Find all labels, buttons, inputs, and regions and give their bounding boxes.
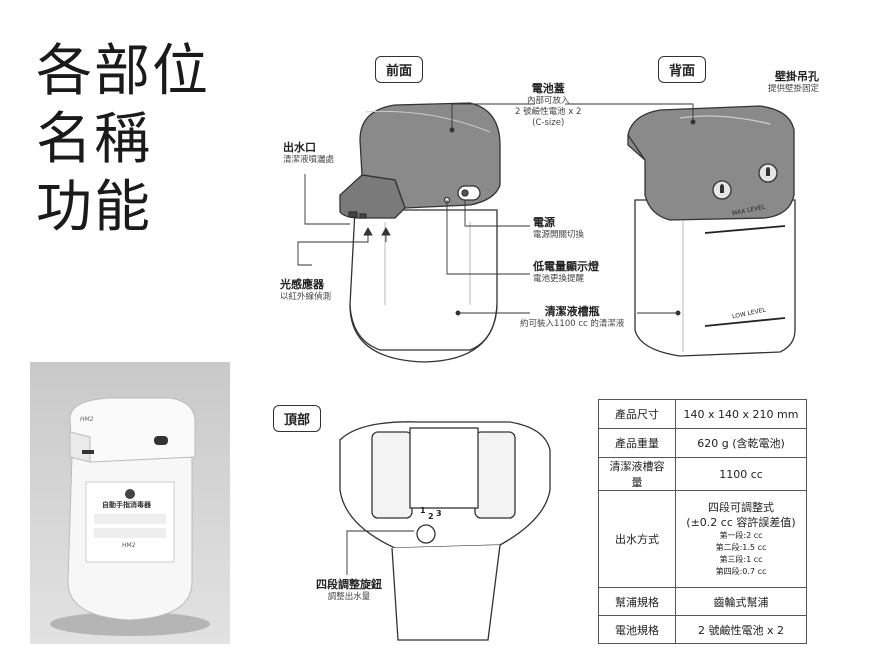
spec-sub-line-4: 第四段:0.7 cc (715, 567, 767, 576)
battery-cover-sub-3: (C-size) (532, 118, 565, 128)
knob-label: 四段調整旋鈕 (316, 578, 382, 591)
knob-mark-3: 3 (436, 509, 442, 518)
table-row: 產品重量 620 g (含乾電池) (598, 428, 807, 458)
knob-mark-1: 1 (420, 506, 426, 515)
title-line-3: 功能 (36, 175, 152, 240)
table-row: 產品尺寸 140 x 140 x 210 mm (598, 399, 807, 429)
power-sub: 電源開關切換 (533, 230, 585, 240)
callout-outlet: 出水口 清潔液噴灑處 (283, 139, 334, 166)
front-view-drawing (339, 102, 501, 363)
spec-sub-line-1: 第一段:2 cc (719, 531, 763, 540)
low-battery-label: 低電量顯示燈 (533, 260, 599, 273)
spec-table: 產品尺寸 140 x 140 x 210 mm 產品重量 620 g (含乾電池… (598, 399, 807, 644)
callout-low-battery: 低電量顯示燈 電池更換提醒 (533, 258, 599, 285)
page-title: 各部位 名稱 功能 (36, 38, 210, 242)
title-line-2: 名稱 (36, 107, 152, 172)
spec-value: 1100 cc (675, 457, 807, 491)
battery-cover-label: 電池蓋 (531, 82, 565, 95)
callout-battery-cover: 電池蓋 內部可放入 2 號鹼性電池 x 2 (C-size) (515, 80, 581, 129)
wall-hole-sub: 提供壁掛固定 (768, 84, 820, 94)
spec-key: 幫浦規格 (598, 587, 676, 616)
tank-sub: 約可裝入1100 cc 的清潔液 (520, 319, 625, 329)
spec-sub-line-2: 第二段:1.5 cc (715, 543, 767, 552)
table-row: 幫浦規格 齒輪式幫浦 (598, 587, 807, 616)
tank-label: 清潔液槽瓶 (544, 305, 600, 318)
spec-value-multiline: 四段可調整式 (±0.2 cc 容許誤差值) 第一段:2 cc 第二段:1.5 … (675, 490, 807, 588)
top-view-label: 頂部 (273, 405, 322, 432)
outlet-sub: 清潔液噴灑處 (283, 155, 335, 165)
spec-key: 產品尺寸 (598, 399, 676, 429)
sensor-label: 光感應器 (280, 278, 324, 291)
spec-value-line-1: 四段可調整式 (708, 501, 774, 514)
battery-cover-sub-1: 內部可放入 (526, 96, 570, 106)
spec-sub-line-3: 第三段:1 cc (719, 555, 763, 564)
spec-key: 出水方式 (598, 490, 676, 588)
back-view-drawing (627, 105, 796, 357)
spec-value: 140 x 140 x 210 mm (675, 399, 807, 429)
spec-key: 清潔液槽容量 (598, 457, 676, 491)
outlet-label: 出水口 (283, 141, 316, 154)
product-photo-art (50, 397, 210, 636)
spec-value: 620 g (含乾電池) (675, 428, 807, 458)
callout-knob: 四段調整旋鈕 調整出水量 (316, 576, 382, 603)
wall-hole-label: 壁掛吊孔 (775, 70, 820, 83)
photo-panel-title: 自動手指消毒器 (102, 501, 151, 509)
battery-cover-sub-2: 2 號鹼性電池 x 2 (515, 107, 582, 117)
power-label: 電源 (533, 216, 555, 229)
spec-value: 齒輪式幫浦 (675, 587, 807, 616)
callout-wall-hole: 壁掛吊孔 提供壁掛固定 (768, 68, 819, 95)
knob-sub: 調整出水量 (327, 592, 371, 602)
callout-power: 電源 電源開關切換 (533, 214, 584, 241)
photo-model: HM2 (122, 542, 136, 549)
spec-key: 電池規格 (598, 615, 676, 644)
callout-sensor: 光感應器 以紅外線偵測 (280, 276, 331, 303)
spec-value-line-2: (±0.2 cc 容許誤差值) (686, 516, 796, 529)
spec-key: 產品重量 (598, 428, 676, 458)
callout-tank: 清潔液槽瓶 約可裝入1100 cc 的清潔液 (520, 303, 624, 330)
top-view-drawing (339, 421, 551, 641)
table-row: 電池規格 2 號鹼性電池 x 2 (598, 615, 807, 644)
callout-lines (297, 103, 696, 575)
spec-value: 2 號鹼性電池 x 2 (675, 615, 807, 644)
back-view-label: 背面 (658, 56, 707, 83)
product-photo: HM2 自動手指消毒器 HM2 (30, 362, 230, 644)
front-view-label: 前面 (375, 56, 424, 83)
sensor-sub: 以紅外線偵測 (280, 292, 332, 302)
low-battery-sub: 電池更換提醒 (533, 274, 585, 284)
table-row: 出水方式 四段可調整式 (±0.2 cc 容許誤差值) 第一段:2 cc 第二段… (598, 490, 807, 588)
table-row: 清潔液槽容量 1100 cc (598, 457, 807, 491)
title-line-1: 各部位 (36, 39, 210, 104)
knob-mark-2: 2 (428, 512, 434, 521)
photo-brand: HM2 (80, 416, 94, 423)
